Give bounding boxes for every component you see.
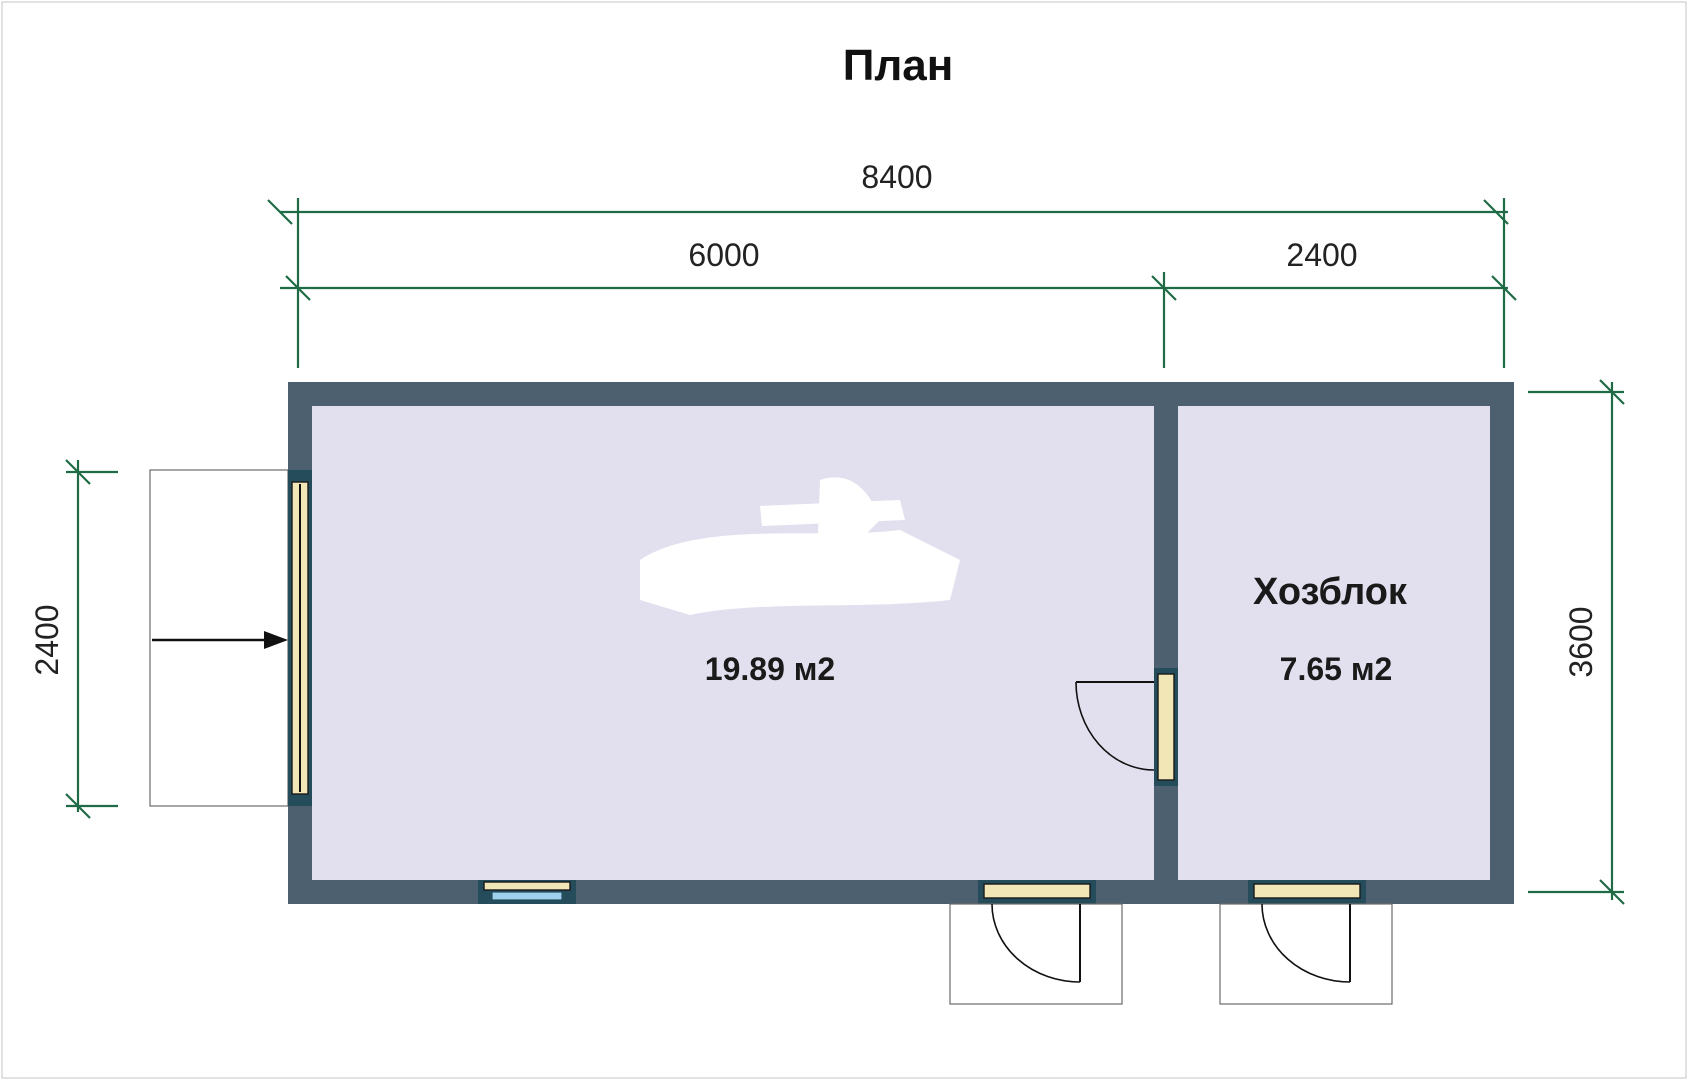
left-wall-door xyxy=(288,470,312,806)
dimension-total-width-label: 8400 xyxy=(861,159,932,195)
utility-room-name: Хозблок xyxy=(1253,571,1408,613)
dimension-total-depth: 3600 xyxy=(1528,379,1625,905)
plan-title: План xyxy=(843,41,954,90)
utility-room-floor xyxy=(1178,406,1490,880)
dimension-terrace-depth: 2400 xyxy=(29,459,118,819)
dimension-terrace-depth-label: 2400 xyxy=(29,604,65,675)
dimension-left-section-label: 6000 xyxy=(688,237,759,273)
front-window xyxy=(478,880,576,904)
main-entry-door xyxy=(949,880,1123,1005)
utility-room-area: 7.65 м2 xyxy=(1280,651,1393,687)
entrance-arrow xyxy=(152,631,288,649)
dimension-total-width: 8400 xyxy=(267,159,1509,368)
main-room-area: 19.89 м2 xyxy=(705,651,835,687)
dimension-section-widths: 6000 2400 xyxy=(280,237,1517,368)
dimension-total-depth-label: 3600 xyxy=(1563,606,1599,677)
dimension-right-section-label: 2400 xyxy=(1286,237,1357,273)
partition-door xyxy=(1075,668,1178,786)
erased-room-label xyxy=(640,477,960,615)
main-room-floor xyxy=(312,406,1154,880)
utility-entry-door xyxy=(1219,880,1393,1005)
